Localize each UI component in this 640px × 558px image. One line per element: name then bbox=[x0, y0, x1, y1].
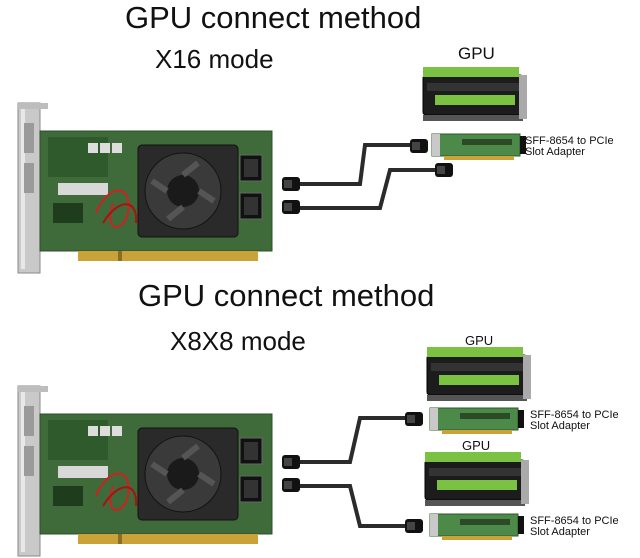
adapter-label-x16: SFF-8654 to PCIe Slot Adapter bbox=[525, 135, 614, 158]
adapter-label-x8-a: SFF-8654 to PCIe Slot Adapter bbox=[530, 409, 619, 432]
section-1-mode: X16 mode bbox=[155, 44, 274, 74]
gpu-label-x8-b: GPU bbox=[462, 438, 491, 453]
section-2-mode: X8X8 mode bbox=[170, 326, 306, 356]
adapter-label-x8-b: SFF-8654 to PCIe Slot Adapter bbox=[530, 515, 619, 538]
gpu-label-x16: GPU bbox=[458, 44, 495, 63]
section-2-title: GPU connect method bbox=[138, 278, 435, 313]
section-1-title: GPU connect method bbox=[125, 0, 422, 35]
gpu-label-x8-a: GPU bbox=[465, 333, 494, 348]
